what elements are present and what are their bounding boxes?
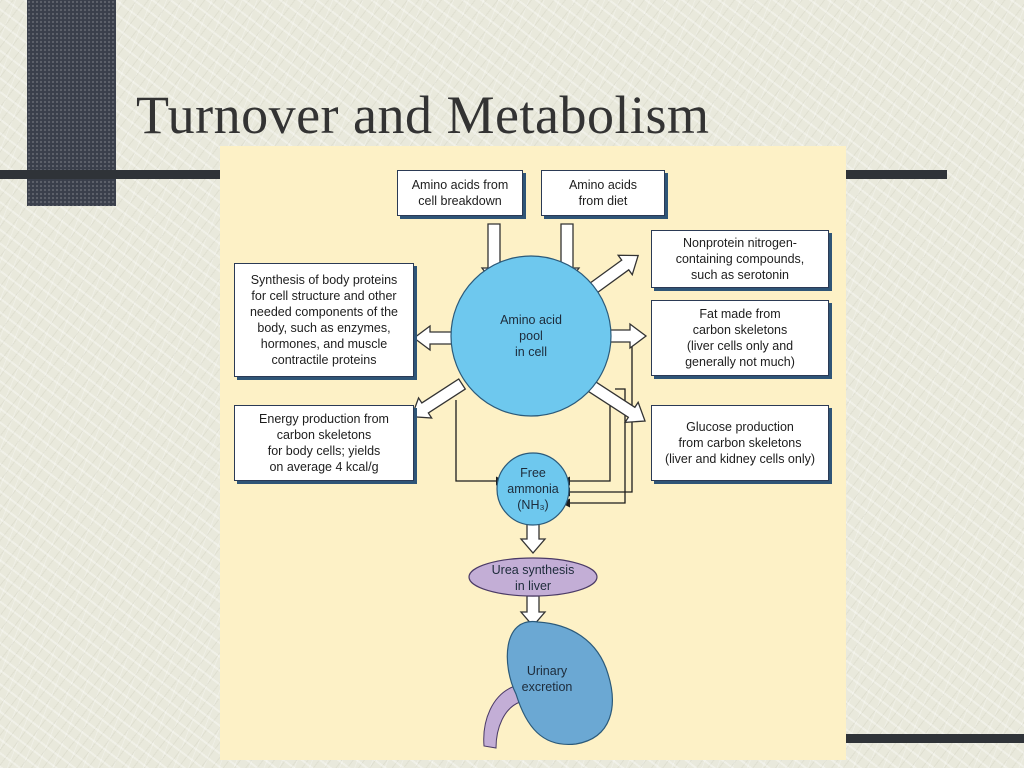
amino-acid-pool-label: Amino acid pool in cell xyxy=(500,313,562,359)
arrow-urea-to-kidney xyxy=(519,595,547,627)
kidney-shape xyxy=(506,621,613,746)
ureter-shape xyxy=(483,685,521,749)
source-diet-box: Amino acids from diet xyxy=(541,170,665,216)
arrow-ammonia-to-urea xyxy=(519,522,547,554)
source-cell-breakdown-box: Amino acids from cell breakdown xyxy=(397,170,523,216)
fat-production-box: Fat made from carbon skeletons (liver ce… xyxy=(651,300,829,376)
urinary-excretion-label: Urinary excretion xyxy=(521,664,573,694)
energy-production-box: Energy production from carbon skeletons … xyxy=(234,405,414,481)
free-ammonia-label: Free ammonia (NH₃) xyxy=(507,466,559,512)
nonprotein-nitrogen-box: Nonprotein nitrogen- containing compound… xyxy=(651,230,829,288)
decorative-rule-right xyxy=(846,170,947,179)
amino-acid-pool-circle xyxy=(450,255,612,417)
arrow-pool-to-glucose xyxy=(583,378,646,424)
urea-synthesis-label: Urea synthesis in liver xyxy=(491,563,575,593)
body-proteins-box: Synthesis of body proteins for cell stru… xyxy=(234,263,414,377)
amino-acid-metabolism-diagram: Amino acids from cell breakdown Amino ac… xyxy=(220,146,846,760)
urea-synthesis-ellipse xyxy=(468,557,598,597)
glucose-production-box: Glucose production from carbon skeletons… xyxy=(651,405,829,481)
slide-title: Turnover and Metabolism xyxy=(136,85,710,145)
diagram-graphics xyxy=(410,223,648,749)
decorative-rule-bottom xyxy=(846,734,1024,743)
decorative-rule-left xyxy=(0,170,226,179)
free-ammonia-circle xyxy=(496,452,570,526)
arrow-pool-to-energy xyxy=(410,378,467,419)
